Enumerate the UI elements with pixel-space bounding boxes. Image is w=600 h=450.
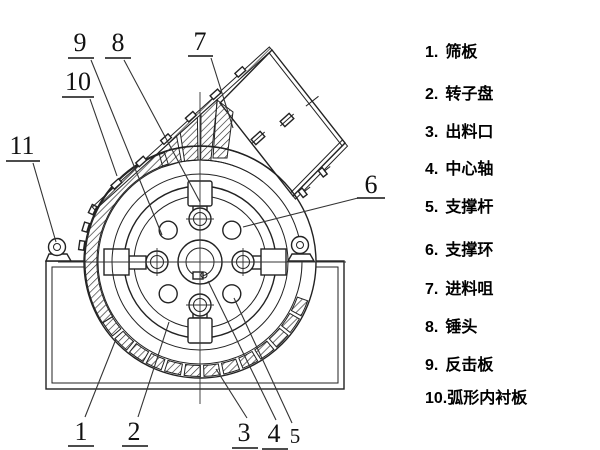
chute-inner-wall-top — [268, 52, 343, 147]
legend-item-5: 5. 支撑杆 — [425, 193, 493, 217]
legend-label: 支撑环 — [445, 242, 494, 259]
callout-6: 6 — [365, 170, 378, 199]
flange-bolt-icon — [184, 110, 198, 123]
callout-10: 10 — [65, 67, 91, 96]
legend-item-6: 6. 支撑环 — [425, 236, 493, 260]
legend-label: 进料咀 — [445, 281, 494, 298]
chute-bolt-icon — [317, 166, 331, 179]
callout-8: 8 — [112, 28, 125, 57]
legend-item-2: 2. 转子盘 — [425, 80, 493, 104]
legend-item-8: 8. 锤头 — [425, 313, 477, 337]
impact-plates — [158, 98, 234, 168]
screen-segment — [203, 363, 221, 377]
shell-bolt-icon — [77, 239, 86, 251]
legend-num: 5. — [425, 199, 439, 216]
left-bearing-bracket — [44, 237, 73, 262]
legend-item-9: 9. 反击板 — [425, 351, 493, 375]
screen-segment — [290, 296, 309, 317]
screen-segment — [183, 363, 201, 378]
callout-1: 1 — [75, 417, 88, 446]
feed-chute — [91, 46, 349, 211]
screen-segment — [268, 327, 289, 348]
chute-tick — [305, 95, 319, 107]
screen-segment — [114, 330, 135, 351]
screen-segment — [220, 358, 241, 375]
chute-bolt-icon — [297, 186, 311, 199]
legend-item-10: 10.弧形内衬板 — [425, 384, 527, 408]
legend-label: 锤头 — [445, 319, 478, 336]
flange-bolt-icon — [110, 177, 123, 191]
machine-diagram: 1 2 3 4 5 6 7 8 9 10 11 — [6, 27, 385, 450]
legend-num: 2. — [425, 86, 439, 103]
chute-bolt-icon — [279, 112, 295, 128]
legend-num: 1. — [425, 44, 439, 61]
disc-hole — [222, 220, 242, 240]
legend-item-7: 7. 进料咀 — [425, 275, 493, 299]
flange-bolt-icon — [209, 88, 222, 101]
callout-11: 11 — [9, 131, 34, 160]
flange-bolt-icon — [233, 65, 247, 79]
callout-5: 5 — [290, 424, 301, 448]
disc-hole — [158, 220, 178, 240]
legend-num: 7. — [425, 281, 439, 298]
legend-panel: 1. 筛板 2. 转子盘 3. 出料口 4. 中心轴 5. 支撑杆 6. 支撑环 7. 进料咀… — [425, 0, 597, 450]
legend-item-3: 3. 出料口 — [425, 118, 493, 142]
right-bearing-bracket — [286, 235, 316, 262]
legend-label: 弧形内衬板 — [447, 390, 528, 407]
callout-numbers: 1 2 3 4 5 6 7 8 9 10 11 — [6, 27, 385, 450]
screen-plate — [102, 296, 309, 378]
legend-label: 支撑杆 — [445, 199, 494, 216]
screen-segment — [238, 350, 259, 369]
legend-num: 9. — [425, 357, 439, 374]
leader-lines — [32, 57, 359, 424]
callout-9: 9 — [74, 28, 87, 57]
legend-item-1: 1. 筛板 — [425, 38, 477, 62]
callout-2: 2 — [128, 417, 141, 446]
impact-wedge — [179, 116, 199, 162]
shell-bolt-icon — [81, 221, 91, 234]
legend-label: 中心轴 — [445, 161, 494, 178]
disc-hole — [158, 284, 178, 304]
impact-wedge — [200, 98, 219, 162]
flange-bolt-icon — [134, 155, 148, 168]
screen-segment — [280, 312, 301, 334]
legend-num: 6. — [425, 242, 439, 259]
callout-4: 4 — [268, 419, 281, 448]
legend-label: 筛板 — [445, 44, 478, 61]
chute-bolt-icon — [250, 130, 266, 146]
screen-segment — [163, 359, 183, 376]
legend-item-4: 4. 中心轴 — [425, 155, 493, 179]
callout-3: 3 — [238, 418, 251, 447]
legend-num: 8. — [425, 319, 439, 336]
screen-segment — [102, 316, 122, 337]
screen-segment — [254, 340, 275, 360]
disc-hole — [222, 284, 242, 304]
chute-inner-wall-right — [290, 139, 343, 194]
legend-label: 反击板 — [445, 357, 494, 374]
callout-7: 7 — [194, 27, 207, 56]
legend-label: 出料口 — [445, 124, 494, 141]
legend-num: 4. — [425, 161, 439, 178]
screen-segment — [128, 342, 150, 363]
impact-wedge — [212, 99, 234, 159]
legend-num: 10. — [425, 390, 448, 407]
legend-label: 转子盘 — [445, 86, 494, 103]
impact-wedge — [158, 135, 182, 168]
legend-num: 3. — [425, 124, 439, 141]
shaft-keyway — [192, 271, 204, 280]
